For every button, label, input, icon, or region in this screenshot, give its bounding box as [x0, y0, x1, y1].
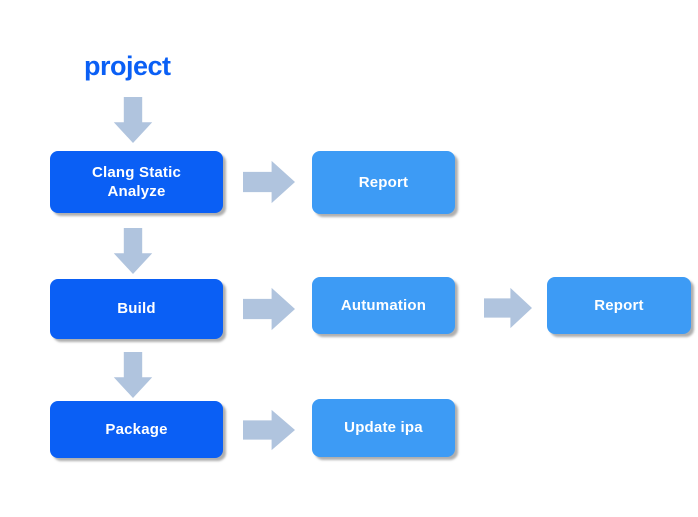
node-update-ipa[interactable]: Update ipa [312, 399, 455, 457]
diagram-title: project [84, 51, 171, 81]
node-autumation[interactable]: Autumation [312, 277, 455, 334]
node-label: Update ipa [344, 419, 423, 437]
node-label: Build [117, 300, 156, 318]
node-package[interactable]: Package [50, 401, 223, 458]
arrow-right-autumation-to-report [484, 287, 532, 329]
node-label-line2: Analyze [107, 183, 166, 200]
node-label-line1: Clang Static [91, 163, 182, 181]
node-report-2[interactable]: Report [547, 277, 691, 334]
arrow-down-build-to-package [113, 352, 153, 398]
node-label: Autumation [340, 296, 427, 314]
arrow-right-clang-to-report [243, 160, 295, 204]
node-label: Report [594, 296, 644, 314]
arrow-down-project-to-clang [113, 97, 153, 143]
arrow-right-build-to-autumation [243, 287, 295, 331]
node-build[interactable]: Build [50, 279, 223, 339]
node-report-1[interactable]: Report [312, 151, 455, 214]
node-label: Package [105, 420, 168, 438]
node-label: Report [358, 173, 409, 191]
arrow-right-package-to-update-ipa [243, 409, 295, 451]
arrow-down-clang-to-build [113, 228, 153, 274]
